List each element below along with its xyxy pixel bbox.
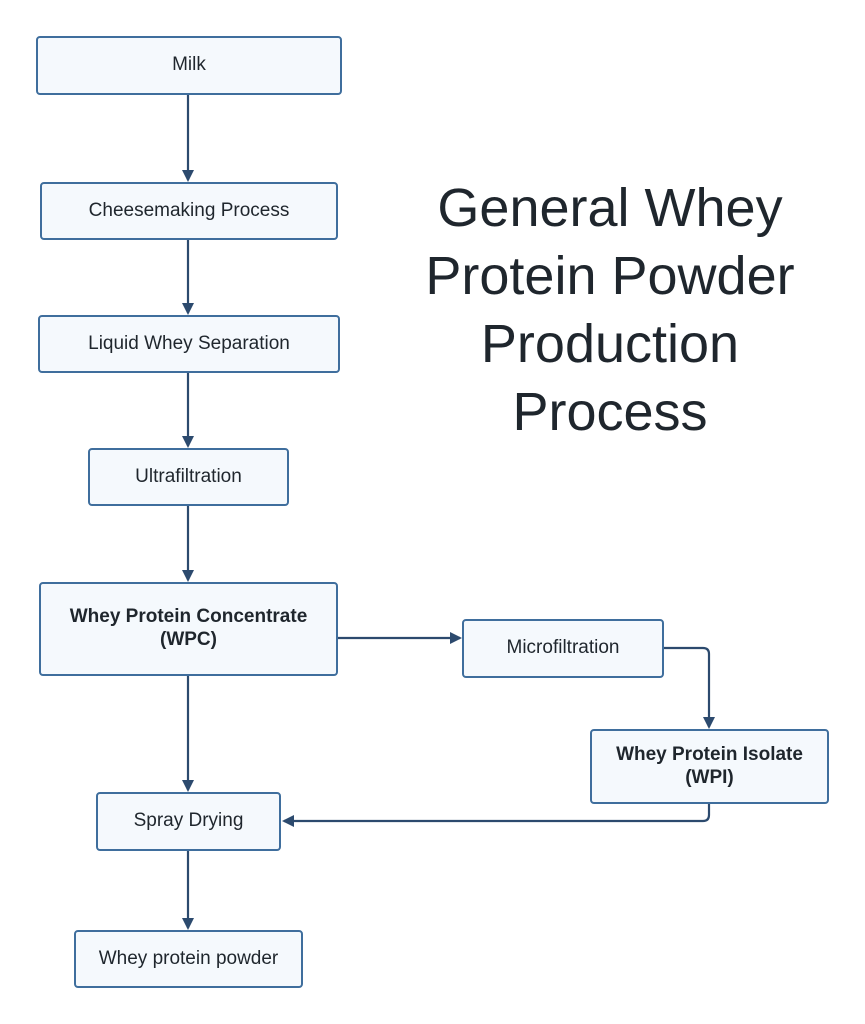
arrow-wpi-to-spray-drying (282, 804, 711, 827)
node-whey-protein-concentrate: Whey Protein Concentrate (WPC) (39, 582, 338, 676)
node-spray-drying-label: Spray Drying (133, 810, 244, 832)
node-cheesemaking-label: Cheesemaking Process (88, 199, 290, 221)
node-milk: Milk (36, 36, 342, 95)
node-whey-protein-powder: Whey protein powder (74, 930, 303, 988)
node-liquid-whey-label: Liquid Whey Separation (88, 332, 290, 354)
node-whey-protein-isolate: Whey Protein Isolate (WPI) (590, 729, 829, 804)
node-spray-drying: Spray Drying (96, 792, 281, 851)
diagram-title: General Whey Protein Powder Production P… (425, 178, 795, 442)
node-powder-label: Whey protein powder (98, 947, 279, 969)
node-ultrafiltration-label: Ultrafiltration (135, 465, 242, 487)
node-wpc-label-line2: (WPC) (160, 629, 217, 650)
node-wpi-label-line2: (WPI) (685, 766, 734, 788)
arrow-microfiltration-to-wpi (664, 646, 715, 729)
node-milk-label: Milk (172, 54, 206, 76)
node-microfiltration-label: Microfiltration (506, 637, 620, 659)
node-ultrafiltration: Ultrafiltration (88, 448, 289, 506)
node-microfiltration: Microfiltration (462, 619, 664, 678)
node-cheesemaking-process: Cheesemaking Process (40, 182, 338, 240)
node-wpi-label-line1: Whey Protein Isolate (616, 743, 803, 765)
node-liquid-whey-separation: Liquid Whey Separation (38, 315, 340, 373)
node-wpc-label-line1: Whey Protein Concentrate (69, 606, 308, 628)
